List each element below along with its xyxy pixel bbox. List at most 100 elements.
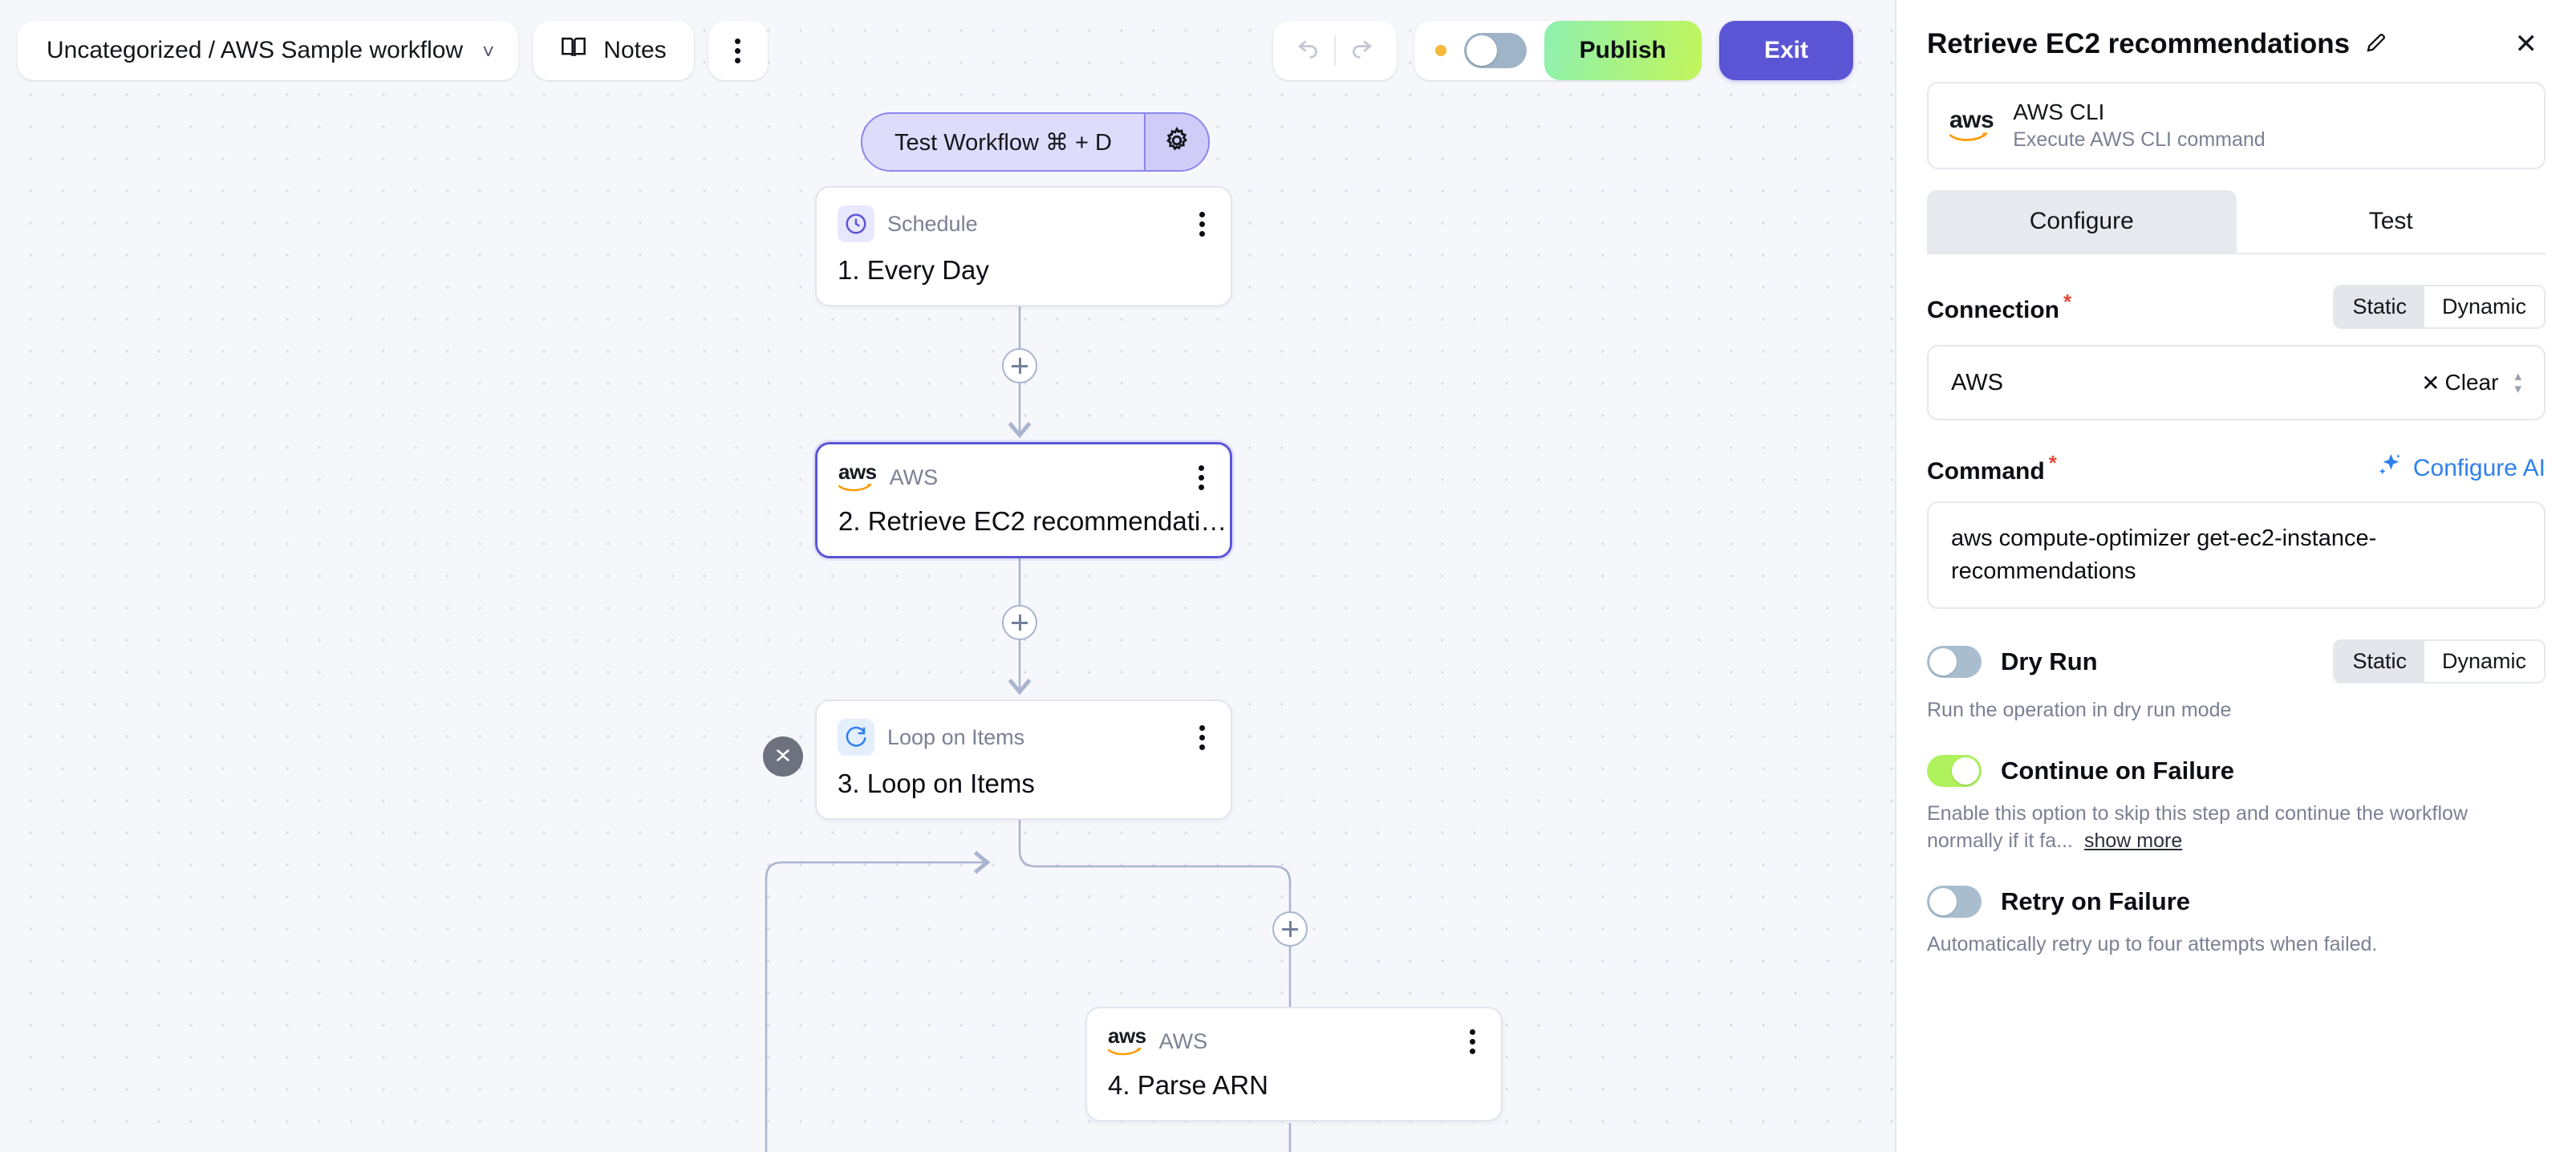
- node-header: Schedule: [817, 188, 1231, 242]
- aws-logo-icon: aws: [1949, 107, 1994, 143]
- required-marker: *: [2048, 451, 2057, 475]
- connector-edges: [765, 297, 1292, 1152]
- publish-group: Publish: [1414, 21, 1702, 80]
- dry-run-mode-segmented: Static Dynamic: [2333, 639, 2546, 684]
- redo-button[interactable]: [1336, 21, 1387, 80]
- retry-on-failure-label: Retry on Failure: [2001, 886, 2190, 915]
- add-step-button-1[interactable]: [1002, 348, 1037, 383]
- dry-run-help: Run the operation in dry run mode: [1927, 699, 2232, 722]
- continue-on-failure-label: Continue on Failure: [2001, 756, 2235, 785]
- configure-ai-label: Configure AI: [2412, 454, 2546, 481]
- retry-on-failure-help: Automatically retry up to four attempts …: [1927, 932, 2378, 955]
- retry-on-failure-row: Retry on Failure: [1927, 885, 2546, 918]
- page-title: Retrieve EC2 recommendations: [1927, 28, 2351, 59]
- status-dot: [1434, 45, 1446, 56]
- continue-on-failure-toggle[interactable]: [1927, 754, 1982, 787]
- chevron-up-down-icon[interactable]: ▴▾: [2514, 367, 2521, 396]
- exit-button[interactable]: Exit: [1718, 21, 1853, 80]
- activate-toggle[interactable]: [1463, 33, 1527, 68]
- more-options-button[interactable]: [708, 21, 768, 80]
- app-description: Execute AWS CLI command: [2013, 128, 2266, 151]
- connection-select[interactable]: AWS ✕ Clear ▴▾: [1927, 345, 2546, 420]
- publish-button[interactable]: Publish: [1544, 21, 1702, 80]
- add-step-button-2[interactable]: [1002, 605, 1037, 640]
- step-config-panel: Retrieve EC2 recommendations ✕ aws AWS C…: [1895, 0, 2576, 1152]
- canvas-top-right-toolbar: Publish Exit: [1272, 21, 1853, 80]
- app-name: AWS CLI: [2013, 99, 2105, 124]
- undo-redo-group: [1272, 21, 1397, 80]
- undo-button[interactable]: [1283, 21, 1334, 80]
- notes-label: Notes: [603, 37, 667, 63]
- clear-label: Clear: [2444, 370, 2499, 395]
- test-workflow-control: Test Workflow ⌘ + D: [861, 112, 1210, 172]
- continue-on-failure-help: Enable this option to skip this step and…: [1927, 801, 2468, 853]
- node-menu-button[interactable]: [1195, 722, 1210, 753]
- node-aws-retrieve-ec2[interactable]: aws AWS 2. Retrieve EC2 recommendati…: [815, 442, 1232, 558]
- test-workflow-label: Test Workflow ⌘ + D: [895, 129, 1112, 156]
- node-header: aws AWS: [817, 444, 1230, 493]
- close-panel-button[interactable]: ✕: [2507, 27, 2546, 61]
- tab-configure[interactable]: Configure: [1927, 190, 2237, 253]
- sparkle-ai-icon: [2376, 452, 2404, 485]
- connection-mode-dynamic[interactable]: Dynamic: [2441, 294, 2526, 318]
- workflow-canvas[interactable]: Uncategorized / AWS Sample workflow ˅ No…: [0, 0, 1895, 1152]
- tab-test[interactable]: Test: [2368, 208, 2413, 234]
- command-input[interactable]: aws compute-optimizer get-ec2-instance-r…: [1927, 501, 2546, 610]
- chevron-down-icon: ˅: [482, 39, 495, 63]
- command-label: Command*: [1927, 451, 2057, 485]
- book-icon: [560, 35, 587, 66]
- node-title: 3. Loop on Items: [838, 769, 1035, 798]
- required-marker: *: [2063, 290, 2072, 314]
- connection-mode-segmented: Static Dynamic: [2333, 285, 2546, 329]
- dry-run-toggle[interactable]: [1927, 645, 1982, 678]
- workflow-selector[interactable]: Uncategorized / AWS Sample workflow ˅: [18, 21, 519, 80]
- canvas-top-left-toolbar: Uncategorized / AWS Sample workflow ˅ No…: [18, 21, 768, 80]
- pencil-icon: [2364, 30, 2388, 59]
- node-aws-parse-arn[interactable]: aws AWS 4. Parse ARN: [1085, 1007, 1503, 1122]
- node-type-label: AWS: [889, 465, 939, 489]
- dry-run-mode-static[interactable]: Static: [2335, 641, 2424, 683]
- divider: [1333, 35, 1336, 66]
- panel-header: Retrieve EC2 recommendations ✕: [1927, 0, 2546, 82]
- connection-value: AWS: [1951, 369, 2003, 395]
- connection-field-row: Connection* Static Dynamic: [1927, 285, 2546, 329]
- dry-run-label: Dry Run: [2001, 647, 2098, 675]
- node-loop-on-items[interactable]: Loop on Items 3. Loop on Items: [815, 700, 1232, 820]
- rename-step-button[interactable]: [2364, 30, 2388, 59]
- clock-icon: [838, 205, 874, 242]
- continue-on-failure-row: Continue on Failure: [1927, 754, 2546, 787]
- close-x-icon: ✕: [2421, 370, 2440, 395]
- node-schedule[interactable]: Schedule 1. Every Day: [815, 186, 1232, 306]
- add-step-button-3[interactable]: [1272, 911, 1308, 947]
- aws-logo-icon: aws: [838, 461, 877, 492]
- node-title: 4. Parse ARN: [1108, 1070, 1268, 1100]
- dry-run-mode-dynamic[interactable]: Dynamic: [2441, 649, 2526, 674]
- workflow-path-label: Uncategorized / AWS Sample workflow: [47, 37, 464, 63]
- test-workflow-button[interactable]: Test Workflow ⌘ + D: [862, 114, 1144, 170]
- node-menu-button[interactable]: [1194, 462, 1209, 493]
- node-menu-button[interactable]: [1465, 1026, 1480, 1057]
- connection-label: Connection*: [1927, 290, 2072, 323]
- redo-arrow-icon: [1348, 35, 1375, 67]
- dry-run-row: Dry Run Static Dynamic: [1927, 639, 2546, 684]
- connection-mode-static[interactable]: Static: [2335, 286, 2424, 327]
- notes-button[interactable]: Notes: [533, 21, 694, 80]
- retry-on-failure-toggle[interactable]: [1927, 885, 1982, 918]
- node-header: Loop on Items: [817, 701, 1231, 756]
- loop-collapse-button[interactable]: [763, 736, 803, 777]
- test-settings-button[interactable]: [1144, 114, 1208, 170]
- command-field-row: Command* Configure AI: [1927, 451, 2546, 485]
- node-type-label: AWS: [1158, 1029, 1208, 1053]
- loop-refresh-icon: [838, 719, 874, 756]
- aws-logo-icon: aws: [1108, 1025, 1146, 1056]
- gear-icon: [1162, 126, 1191, 159]
- node-menu-button[interactable]: [1195, 209, 1210, 240]
- node-header: aws AWS: [1087, 1008, 1501, 1057]
- node-type-label: Loop on Items: [887, 724, 1025, 749]
- publish-label: Publish: [1579, 37, 1666, 63]
- exit-label: Exit: [1763, 37, 1808, 63]
- clear-connection-button[interactable]: ✕ Clear: [2421, 370, 2498, 396]
- configure-ai-button[interactable]: Configure AI: [2376, 452, 2546, 485]
- show-more-link[interactable]: show more: [2084, 830, 2183, 853]
- close-x-icon: ✕: [2514, 29, 2538, 59]
